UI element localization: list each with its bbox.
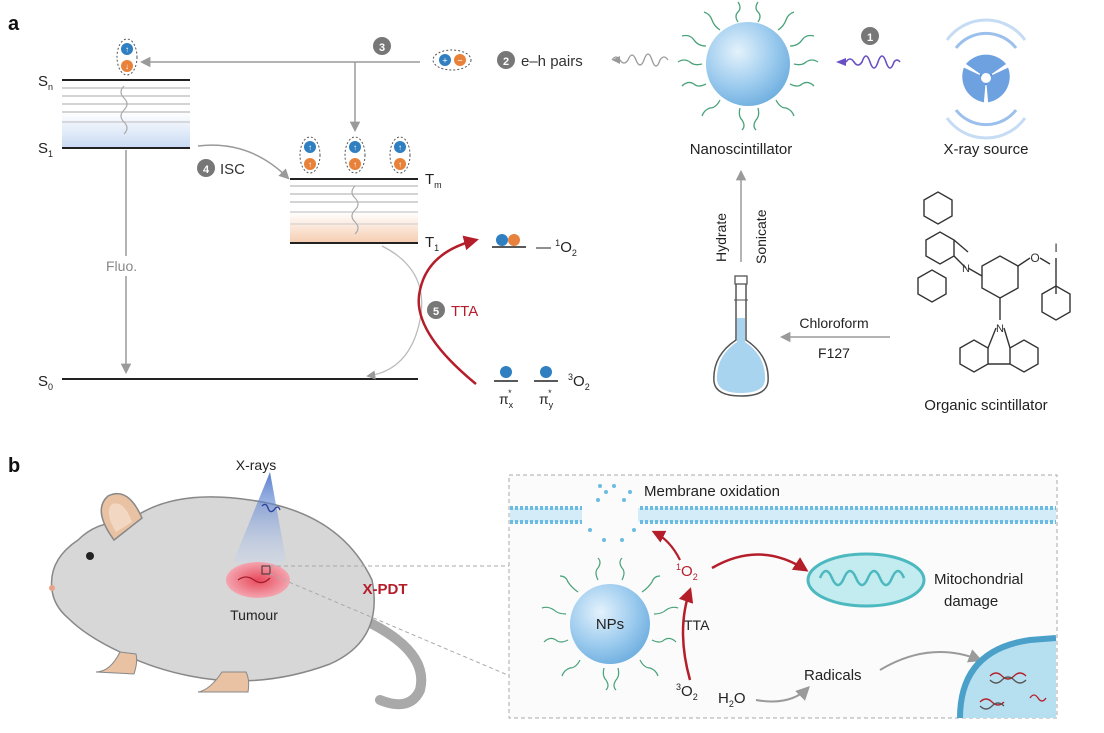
svg-text:↑: ↑: [308, 143, 312, 152]
svg-text:↑: ↑: [308, 160, 312, 169]
sonicate-label: Sonicate: [753, 209, 769, 264]
mitochondrion-icon: [806, 552, 926, 608]
level-t1: T1: [425, 234, 439, 253]
singlet-oxygen-label: — 1O2: [536, 238, 577, 258]
level-s1: S1: [38, 140, 53, 159]
step2-badge: [497, 51, 515, 69]
xpdt-label: X-PDT: [363, 581, 408, 598]
oxygen-atom: O: [1030, 251, 1039, 265]
membrane-oxidation-label: Membrane oxidation: [644, 483, 780, 500]
flask-icon: [713, 275, 769, 397]
triplet-oxygen-label: 3O2: [568, 372, 590, 392]
membrane-attack-arrow: [651, 530, 681, 561]
triplet-charge-pairs: ↑ ↑ ↑ ↑ ↑ ↑: [299, 136, 411, 174]
organic-scintillator-label: Organic scintillator: [924, 397, 1047, 414]
svg-text:−: −: [457, 56, 462, 66]
nitrogen-atom-top: N: [962, 263, 970, 275]
radical-dna-arrow: [879, 649, 983, 671]
triplet-o2-label: 3O2: [676, 682, 698, 702]
lipid-fragments: [588, 484, 636, 542]
t1-decay-arrow: [366, 245, 423, 380]
nps-label: NPs: [596, 616, 624, 633]
svg-text:+: +: [442, 56, 447, 66]
mitochondria-attack-arrow: [711, 553, 809, 572]
step4-badge: [197, 159, 215, 177]
step5-badge: [427, 301, 445, 319]
singlet-oxygen-orbital: [492, 234, 526, 248]
cell-membrane: [510, 500, 1056, 528]
eh-pairs-label: e–h pairs: [521, 53, 583, 70]
mouse-illustration: [49, 492, 427, 710]
tta-arrow: [417, 235, 479, 385]
level-tm: Tm: [425, 171, 442, 190]
water-label: H2O: [718, 690, 746, 709]
hydrate-label: Hydrate: [713, 213, 729, 262]
pi-x-label: πx*: [499, 388, 514, 410]
singlet-manifold: [62, 79, 190, 149]
tta-label: TTA: [451, 303, 478, 320]
svg-text:↑: ↑: [398, 160, 402, 169]
svg-text:4: 4: [203, 164, 210, 176]
mitochondrial-label: Mitochondrial: [934, 571, 1023, 588]
tta-activation-arrow: [678, 587, 694, 681]
xray-wave-arrowhead-icon: [836, 58, 846, 66]
molecule-structure: [917, 191, 1071, 373]
svg-text:3: 3: [379, 42, 385, 54]
xray-wave-icon: [845, 55, 901, 69]
nucleus-icon: [957, 635, 1057, 719]
radicals-label: Radicals: [804, 667, 862, 684]
svg-text:↑: ↑: [353, 143, 357, 152]
nps-sphere: [541, 557, 679, 691]
fluo-label: Fluo.: [106, 258, 137, 274]
svg-text:↓: ↓: [125, 62, 129, 71]
damage-label: damage: [944, 593, 998, 610]
tumour-mass: [226, 562, 290, 598]
emission-wave-icon: [611, 53, 669, 67]
panel-b-label: b: [8, 455, 20, 477]
chloroform-label: Chloroform: [799, 315, 868, 331]
svg-text:↑: ↑: [398, 143, 402, 152]
xray-beam: [234, 472, 286, 570]
panel-a-label: a: [8, 13, 20, 35]
svg-text:↑: ↑: [125, 45, 129, 54]
nanoscintillator-label: Nanoscintillator: [690, 141, 793, 158]
isc-arrow: [197, 144, 290, 180]
eh-pair-icon: + −: [432, 49, 472, 71]
sn-charge-pair: ↑ ↓: [116, 38, 138, 76]
svg-text:1: 1: [867, 32, 873, 44]
nitrogen-atom-bottom: N: [996, 323, 1004, 335]
xrays-label: X-rays: [236, 457, 276, 473]
pi-y-label: πy*: [539, 388, 554, 410]
svg-text:↑: ↑: [353, 160, 357, 169]
step1-badge: [861, 27, 879, 45]
singlet-o2-label: 1O2: [676, 562, 698, 582]
svg-text:2: 2: [503, 56, 509, 68]
tumour-vessel: [237, 576, 271, 584]
water-radical-arrow: [755, 686, 810, 703]
tta-b-label: TTA: [684, 617, 710, 633]
zoom-line-bottom: [269, 573, 511, 677]
nanoscintillator-sphere: [677, 1, 819, 131]
radiation-icon: [945, 18, 1027, 140]
step3-badge: [373, 37, 391, 55]
xray-beam-wave-icon: [261, 503, 281, 513]
xray-source-label: X-ray source: [943, 141, 1028, 158]
zoom-box: [261, 565, 271, 575]
triplet-manifold: [290, 178, 418, 244]
triplet-oxygen-orbitals: [494, 366, 558, 382]
iodine-atom: I: [1054, 241, 1057, 255]
wave-arrowhead-icon: [612, 56, 620, 64]
f127-label: F127: [818, 345, 850, 361]
level-sn: Sn: [38, 73, 53, 92]
isc-label: ISC: [220, 161, 245, 178]
tumour-label: Tumour: [230, 607, 278, 623]
level-s0: S0: [38, 373, 53, 392]
svg-text:5: 5: [433, 306, 439, 318]
